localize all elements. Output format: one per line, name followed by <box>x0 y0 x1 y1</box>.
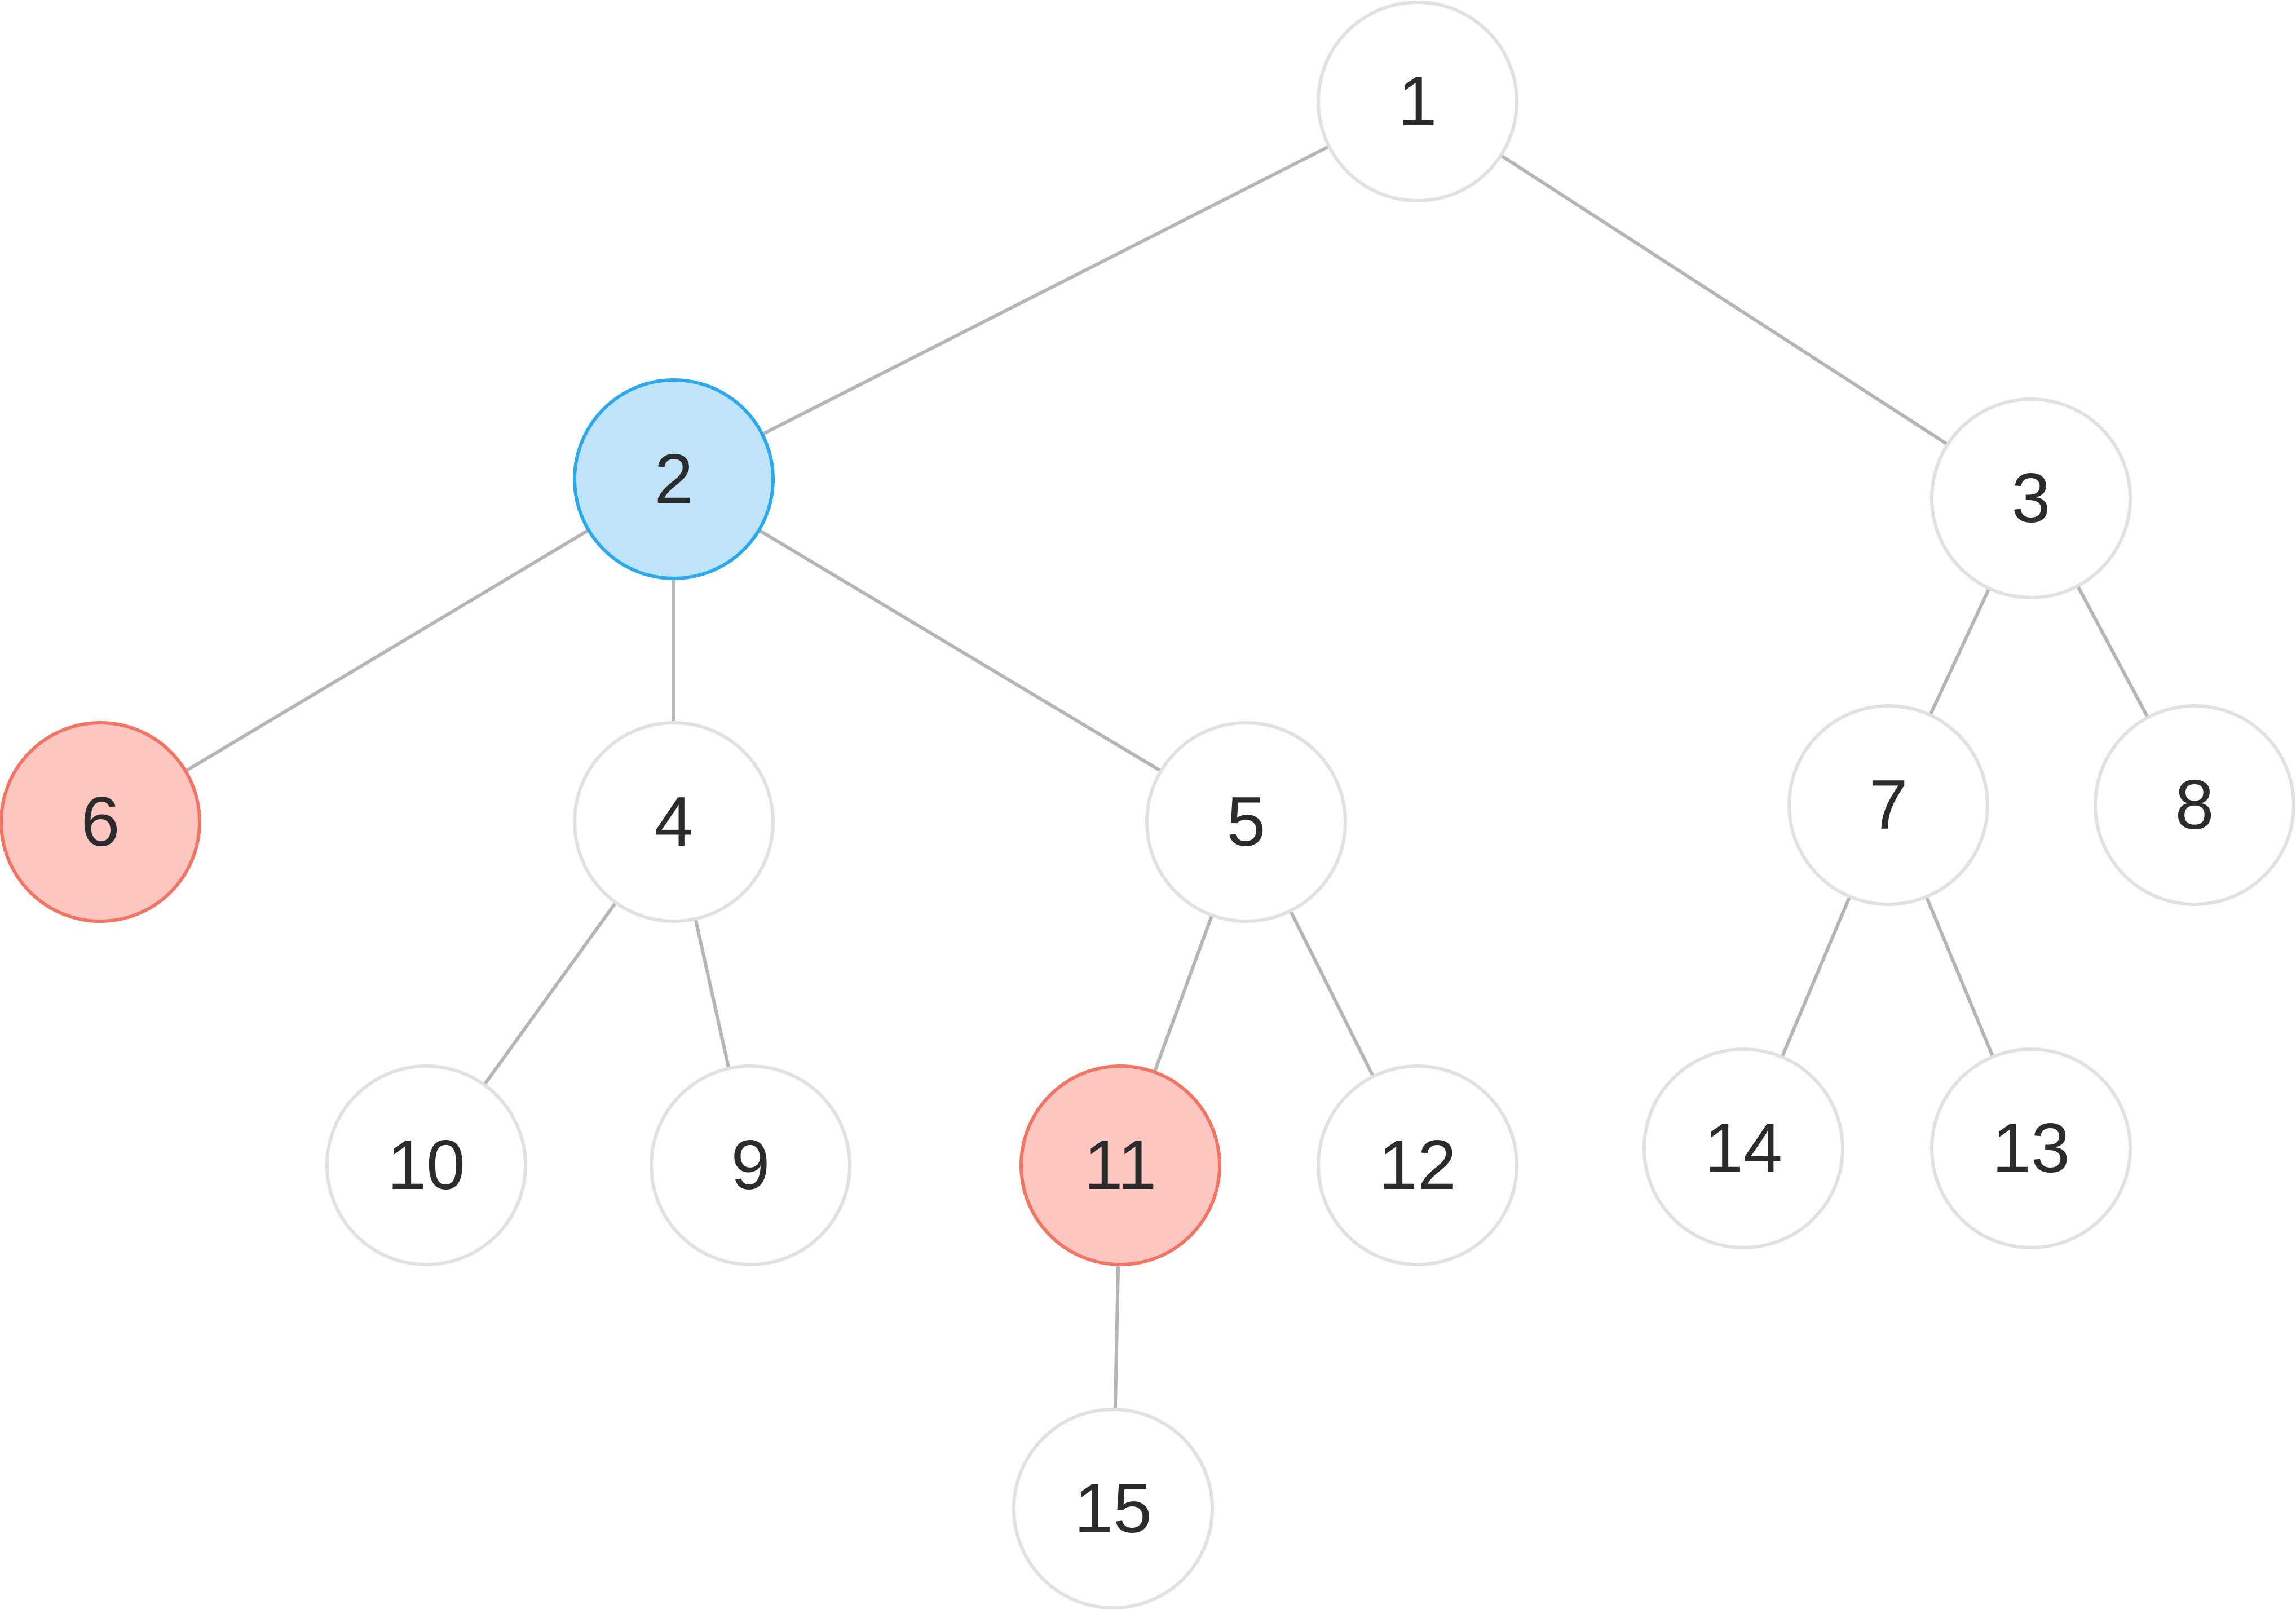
tree-node-4[interactable]: 4 <box>573 721 775 923</box>
edge-5-12 <box>1288 910 1375 1077</box>
node-label: 15 <box>1074 1470 1152 1548</box>
edge-3-7 <box>1928 587 1991 716</box>
tree-node-8[interactable]: 8 <box>2094 704 2295 906</box>
edge-2-5 <box>758 528 1162 773</box>
edge-1-2 <box>761 145 1330 436</box>
node-circle <box>1930 1047 2132 1249</box>
edge-11-15 <box>1113 1264 1120 1410</box>
tree-node-1[interactable]: 1 <box>1317 1 1518 202</box>
node-label: 2 <box>655 440 694 518</box>
tree-node-12[interactable]: 12 <box>1317 1064 1518 1266</box>
node-label: 7 <box>1869 766 1908 844</box>
node-circle <box>650 1064 851 1266</box>
node-circle <box>1317 1 1518 202</box>
edge-3-8 <box>2076 585 2149 719</box>
tree-node-7[interactable]: 7 <box>1787 704 1989 906</box>
node-label: 10 <box>387 1126 465 1204</box>
node-circle <box>1012 1408 1214 1609</box>
edges-layer <box>184 145 2149 1410</box>
node-label: 13 <box>1992 1109 2070 1187</box>
edge-4-10 <box>483 901 617 1086</box>
node-circle <box>1019 1064 1221 1266</box>
tree-node-3[interactable]: 3 <box>1930 397 2132 599</box>
tree-node-9[interactable]: 9 <box>650 1064 851 1266</box>
edge-2-6 <box>184 528 590 773</box>
node-circle <box>2094 704 2295 906</box>
node-circle <box>1145 721 1347 923</box>
tree-node-10[interactable]: 10 <box>325 1064 527 1266</box>
node-circle <box>573 721 775 923</box>
node-label: 12 <box>1379 1126 1456 1204</box>
node-label: 14 <box>1705 1109 1782 1187</box>
edge-1-3 <box>1500 154 1949 446</box>
edge-7-13 <box>1924 896 1995 1058</box>
tree-node-14[interactable]: 14 <box>1642 1047 1844 1249</box>
node-circle <box>573 378 775 580</box>
node-label: 9 <box>731 1126 770 1204</box>
node-circle <box>1317 1064 1518 1266</box>
node-label: 3 <box>2012 459 2051 537</box>
node-label: 8 <box>2175 766 2214 844</box>
tree-node-2[interactable]: 2 <box>573 378 775 580</box>
node-label: 6 <box>81 783 120 861</box>
node-circle <box>1787 704 1989 906</box>
edge-4-9 <box>694 918 731 1069</box>
node-label: 1 <box>1398 63 1437 140</box>
edge-5-11 <box>1153 914 1214 1073</box>
node-label: 5 <box>1227 783 1266 861</box>
tree-node-5[interactable]: 5 <box>1145 721 1347 923</box>
node-label: 4 <box>655 783 694 861</box>
edge-7-14 <box>1780 896 1852 1058</box>
tree-node-11[interactable]: 11 <box>1019 1064 1221 1266</box>
node-circle <box>325 1064 527 1266</box>
node-label: 11 <box>1084 1126 1157 1204</box>
tree-node-15[interactable]: 15 <box>1012 1408 1214 1609</box>
node-circle <box>1930 397 2132 599</box>
node-circle <box>1642 1047 1844 1249</box>
tree-node-13[interactable]: 13 <box>1930 1047 2132 1249</box>
tree-node-6[interactable]: 6 <box>0 721 201 923</box>
node-circle <box>0 721 201 923</box>
